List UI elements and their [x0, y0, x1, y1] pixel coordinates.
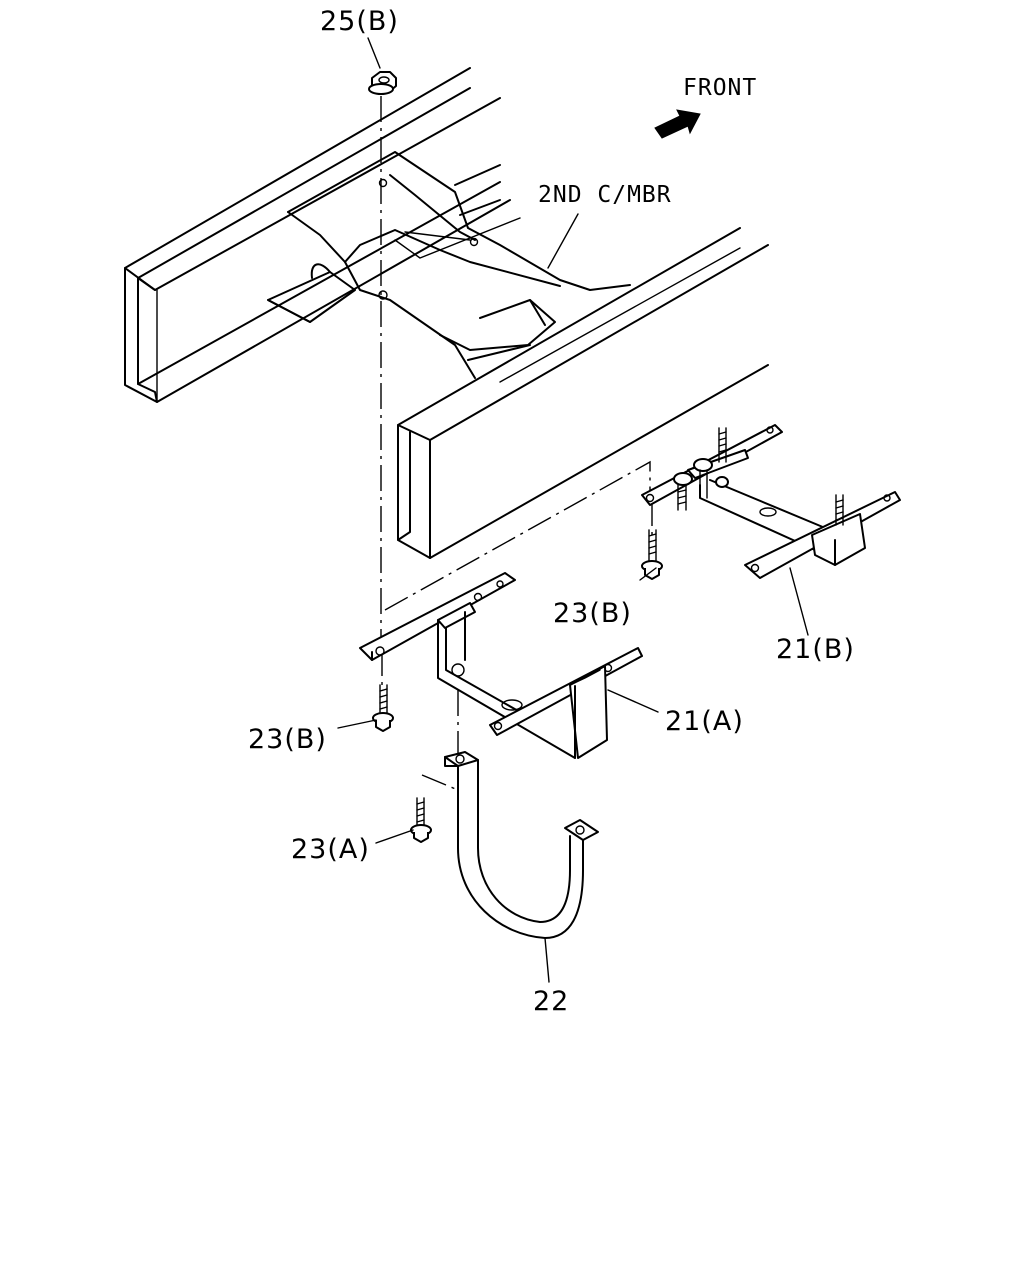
label-25b: 25(B) [320, 6, 399, 37]
label-23b-right: 23(B) [553, 598, 632, 629]
label-crossmember: 2ND C/MBR [538, 182, 672, 208]
leader-lines [337, 37, 809, 983]
cross-member [267, 151, 631, 379]
label-21b: 21(B) [776, 634, 855, 665]
strap-22 [444, 751, 599, 939]
label-22: 22 [533, 986, 569, 1017]
bracket-21a [359, 572, 643, 759]
front-arrow-icon [654, 109, 701, 139]
center-lines [380, 96, 653, 791]
bolt-23a [410, 797, 432, 843]
label-23a: 23(A) [291, 834, 370, 865]
label-23b-left: 23(B) [248, 724, 327, 755]
label-front: FRONT [683, 75, 757, 101]
bracket-21b [641, 424, 901, 579]
bolt-23b-left [372, 684, 394, 732]
label-21a: 21(A) [665, 706, 744, 737]
right-frame-rail [397, 227, 769, 559]
nut-25b [368, 71, 397, 95]
left-frame-rail [124, 67, 511, 403]
